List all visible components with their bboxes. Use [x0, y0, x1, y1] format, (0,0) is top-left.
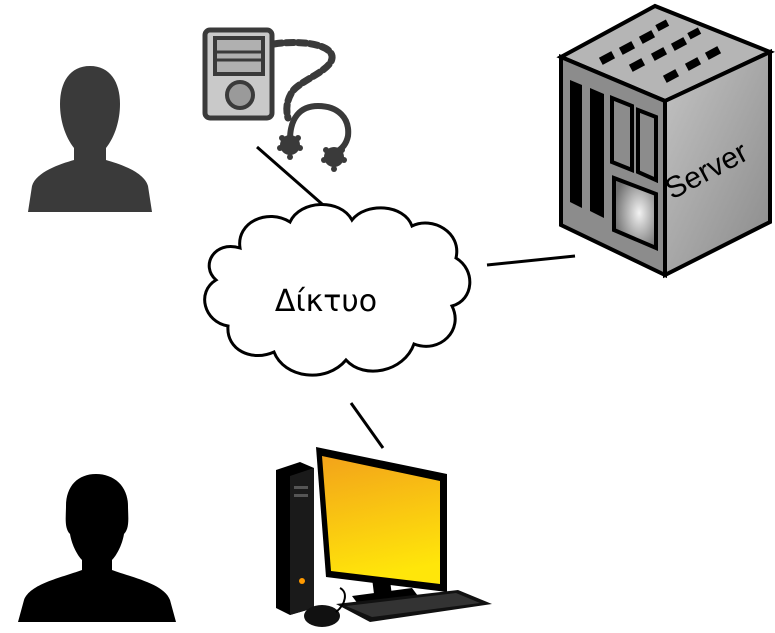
player-screen: [213, 36, 265, 76]
cloud-shape: [203, 203, 472, 377]
mouse: [304, 605, 340, 627]
server-side: [663, 48, 772, 279]
user-silhouette-bottom: [18, 474, 176, 622]
person-icon: [28, 66, 152, 212]
server-slot-1: [610, 95, 634, 173]
server-bay-1: [570, 80, 582, 208]
man-icon: [18, 474, 176, 622]
network-cloud: Δίκτυο: [203, 203, 472, 377]
server-panel: [612, 175, 658, 252]
media-player-device: [202, 27, 352, 172]
tower-front: [290, 468, 314, 615]
server-bay-2: [590, 88, 604, 218]
desktop-computer: [276, 447, 492, 627]
connection-lines: [256, 145, 576, 449]
earbud-right-icon: [321, 147, 347, 172]
monitor-screen: [322, 456, 440, 584]
server-slot-2: [636, 107, 658, 184]
headphone-cable: [270, 39, 336, 122]
user-silhouette-top: [28, 66, 152, 212]
server: Server: [556, 3, 775, 279]
power-led: [299, 578, 305, 584]
headphone-band: [287, 102, 352, 155]
monitor-base: [352, 588, 418, 604]
server-vents: [598, 19, 722, 83]
link-device-network: [256, 145, 331, 213]
link-network-computer: [349, 402, 385, 449]
player-wheel: [225, 80, 255, 110]
network-label: Δίκτυο: [275, 284, 377, 319]
link-network-server: [486, 254, 576, 267]
earbud-left-icon: [277, 135, 303, 160]
